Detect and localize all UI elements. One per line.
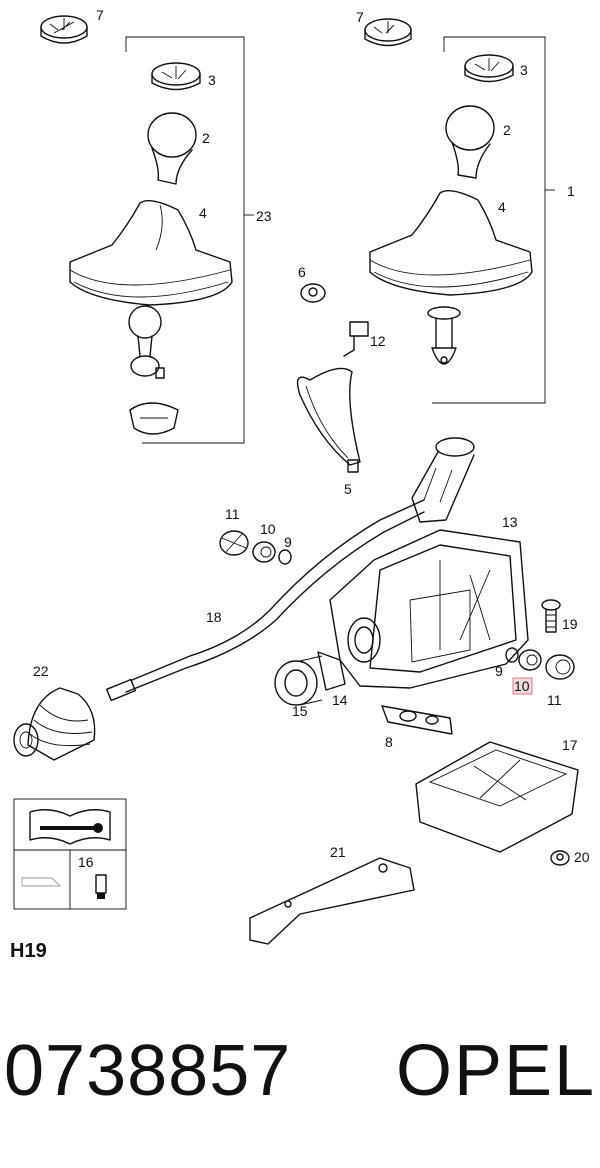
cap-7-left xyxy=(40,15,88,44)
callout-11: 11 xyxy=(547,692,562,708)
callout-9: 9 xyxy=(495,663,503,679)
cable-tie-5 xyxy=(296,367,361,473)
bracket-21 xyxy=(249,857,415,945)
callout-3: 3 xyxy=(208,72,216,88)
callout-14: 14 xyxy=(332,692,348,708)
switch-16 xyxy=(95,874,107,899)
callout-19: 19 xyxy=(562,616,578,632)
callout-17: 17 xyxy=(562,737,578,753)
callout-16: 16 xyxy=(78,854,94,870)
shift-lever-arm xyxy=(411,437,475,523)
boot-4-left xyxy=(69,200,233,306)
callout-4: 4 xyxy=(498,199,506,215)
knob-2-left xyxy=(147,112,197,185)
callout-3: 3 xyxy=(520,62,528,78)
callout-11: 11 xyxy=(225,506,240,522)
cap-3-right xyxy=(464,54,514,83)
info-box xyxy=(13,798,127,910)
callout-2: 2 xyxy=(503,122,511,138)
ring-9-right xyxy=(505,647,519,663)
highlight-box xyxy=(512,677,533,695)
callout-7: 7 xyxy=(96,7,104,23)
bolt-19 xyxy=(541,599,561,633)
callout-2: 2 xyxy=(202,130,210,146)
clip-12 xyxy=(343,321,369,357)
part-number: 0738857 xyxy=(4,1031,292,1111)
shift-rod-right xyxy=(427,306,461,365)
callout-5: 5 xyxy=(344,481,352,497)
callout-15: 15 xyxy=(292,703,308,719)
oil-can-icon xyxy=(21,877,62,887)
callout-labels: 7 7 3 3 2 2 4 4 23 1 6 12 5 11 10 9 13 1… xyxy=(33,7,590,870)
section-code: H19 xyxy=(10,940,47,962)
boot-22 xyxy=(13,687,96,761)
gear-knob-assembly-left xyxy=(40,15,254,444)
callout-21: 21 xyxy=(330,844,346,860)
ring-9-left xyxy=(278,549,292,565)
shift-cable-18 xyxy=(105,499,425,702)
callout-12: 12 xyxy=(370,333,386,349)
cap-7-right xyxy=(364,18,412,47)
link-8 xyxy=(381,705,453,735)
callout-23: 23 xyxy=(256,208,272,224)
nut-20 xyxy=(550,850,570,866)
callout-4: 4 xyxy=(199,205,207,221)
shift-shaft-left xyxy=(128,305,165,379)
callout-10: 10 xyxy=(260,521,276,537)
callout-22: 22 xyxy=(33,663,49,679)
callout-8: 8 xyxy=(385,734,393,750)
callout-10-highlighted: 10 xyxy=(514,678,530,694)
clip-left xyxy=(129,402,179,435)
bracket-14 xyxy=(317,651,346,691)
brand-name: OPEL xyxy=(396,1031,597,1111)
callout-9: 9 xyxy=(284,534,292,550)
shift-housing-13 xyxy=(329,529,529,689)
bushing-11-left xyxy=(219,530,249,556)
cap-3-left xyxy=(151,62,201,91)
knob-2-right xyxy=(445,105,495,179)
boot-4-right xyxy=(369,190,533,296)
bushing-10-right xyxy=(518,649,542,671)
nut-6 xyxy=(300,283,326,303)
bushing-11-right xyxy=(545,654,575,680)
callout-6: 6 xyxy=(298,264,306,280)
bracket-17 xyxy=(415,741,579,853)
grommet-15 xyxy=(274,655,323,706)
callout-20: 20 xyxy=(574,849,590,865)
callout-18: 18 xyxy=(206,609,222,625)
bushing-10-left xyxy=(252,541,276,563)
gear-knob-assembly-right xyxy=(364,18,555,404)
callout-7: 7 xyxy=(356,9,364,25)
callout-1: 1 xyxy=(567,183,575,199)
manual-wrench-icon xyxy=(29,809,111,845)
callout-13: 13 xyxy=(502,514,518,530)
